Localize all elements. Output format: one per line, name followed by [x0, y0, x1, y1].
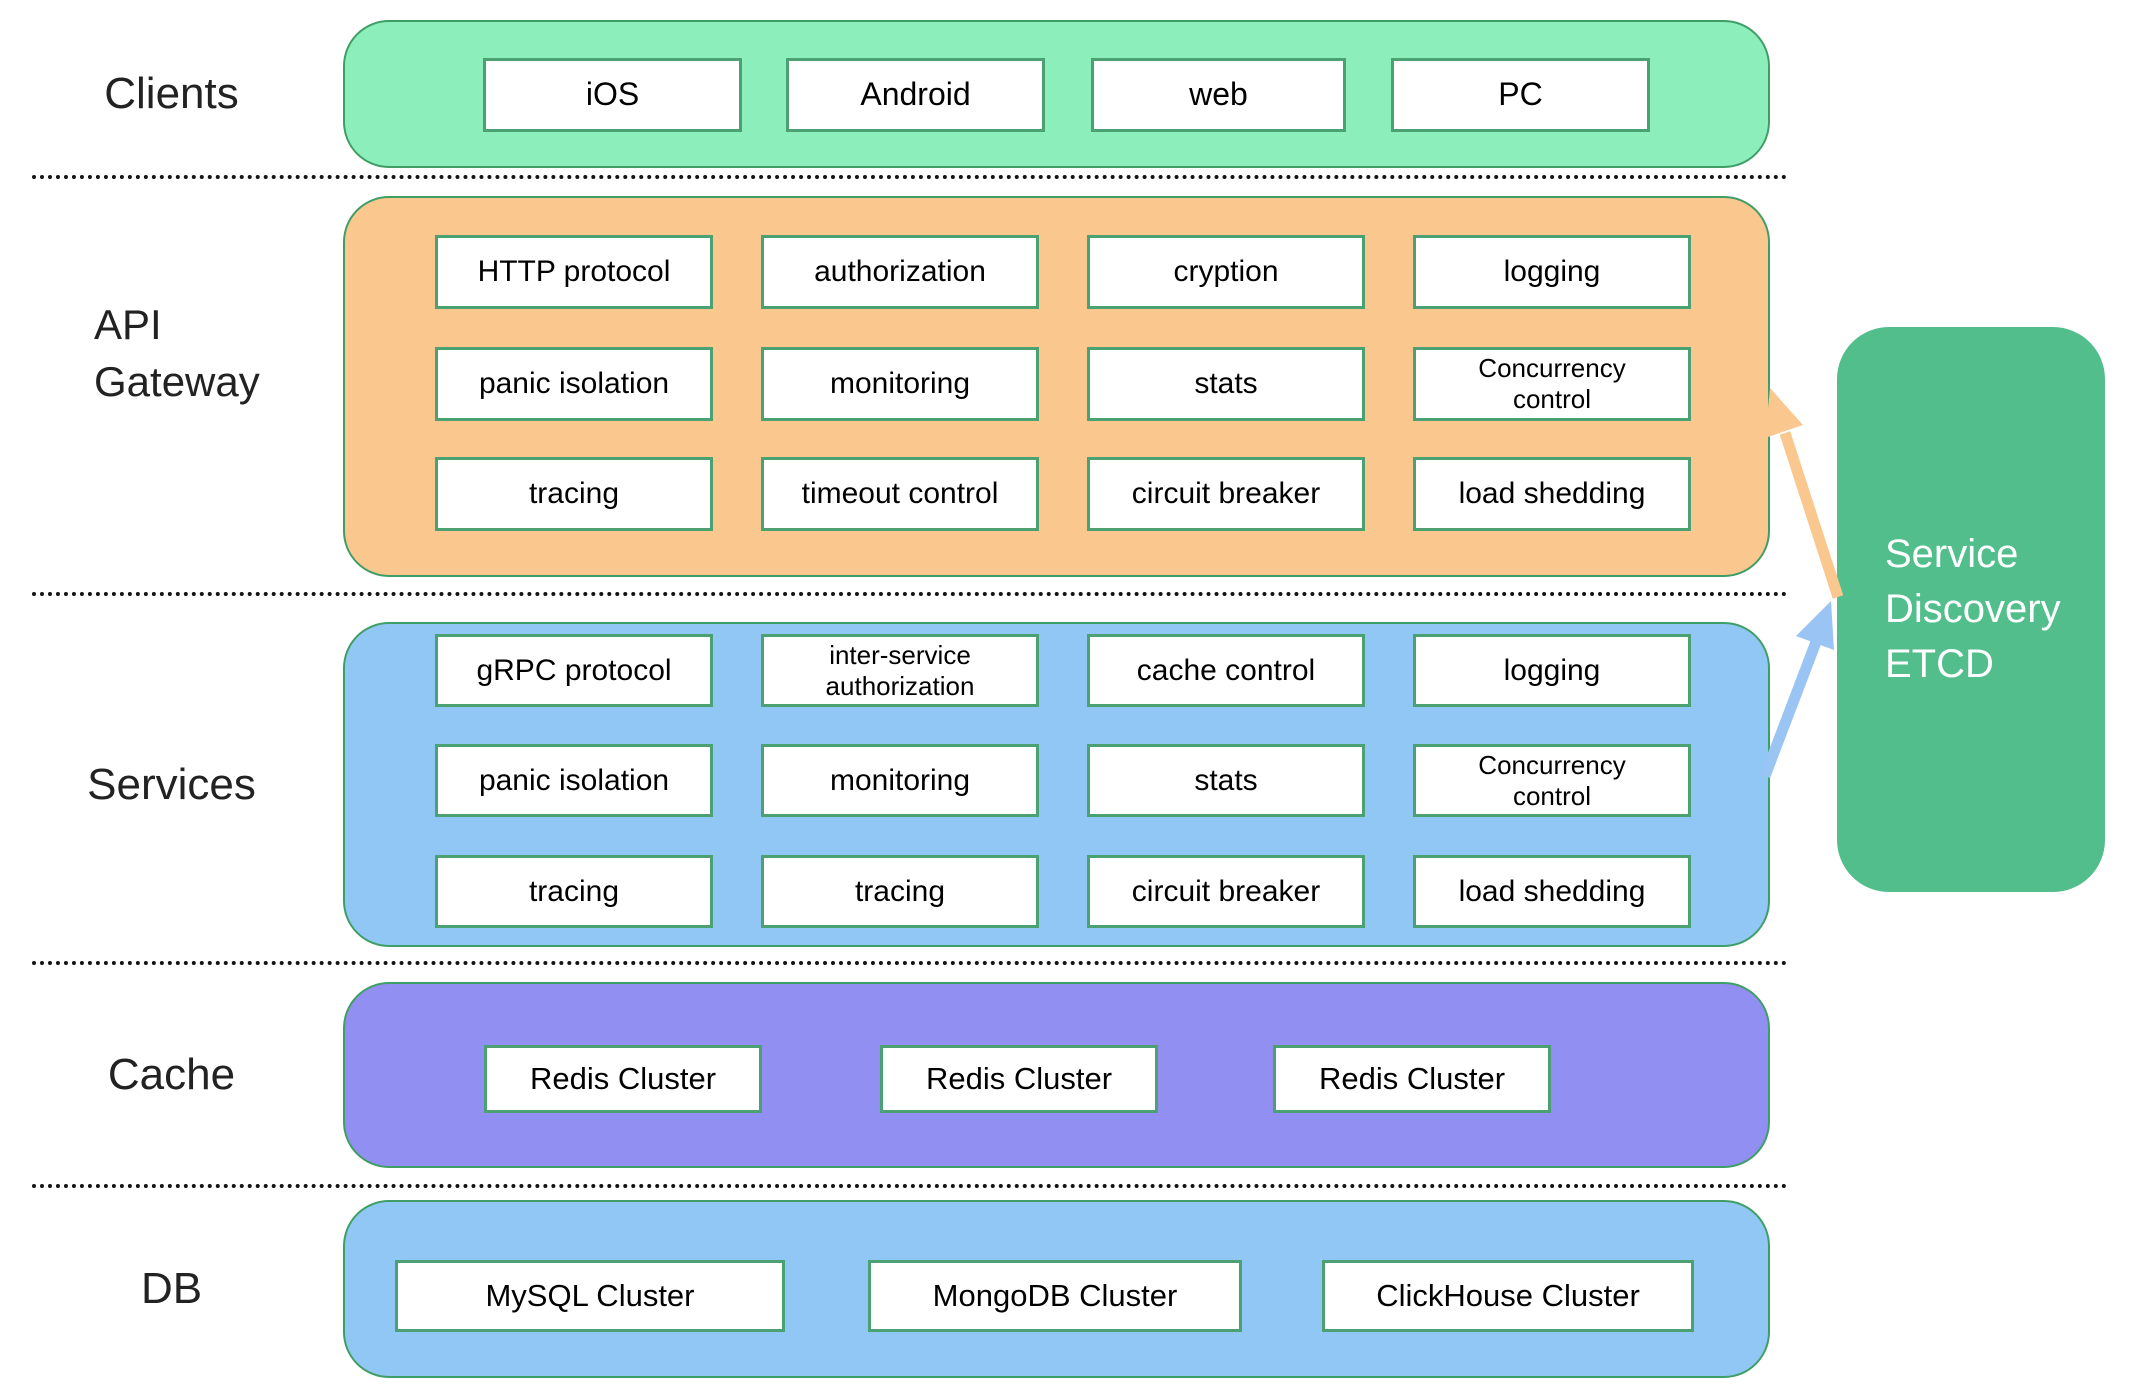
box-redis-cluster-1: Redis Cluster [484, 1045, 762, 1113]
box-load-shedding-services: load shedding [1413, 855, 1691, 928]
box-stats-api: stats [1087, 347, 1365, 421]
db-band: MySQL Cluster MongoDB Cluster ClickHouse… [343, 1200, 1770, 1378]
box-redis-cluster-2: Redis Cluster [880, 1045, 1158, 1113]
layer-label-api-gateway: API Gateway [94, 301, 260, 405]
layer-label-clients: Clients [104, 69, 239, 118]
box-concurrency-control-api: Concurrency control [1413, 347, 1691, 421]
box-tracing-api: tracing [435, 457, 713, 531]
box-inter-service-authorization: inter-service authorization [761, 634, 1039, 707]
services-band: gRPC protocol inter-service authorizatio… [343, 622, 1770, 947]
box-grpc-protocol: gRPC protocol [435, 634, 713, 707]
box-concurrency-control-services: Concurrency control [1413, 744, 1691, 817]
box-load-shedding-api: load shedding [1413, 457, 1691, 531]
box-monitoring-services: monitoring [761, 744, 1039, 817]
box-android: Android [786, 58, 1045, 132]
box-ios: iOS [483, 58, 742, 132]
divider-services-cache [32, 961, 1788, 965]
box-cryption: cryption [1087, 235, 1365, 309]
layer-label-db: DB [140, 1264, 203, 1313]
box-tracing-services-1: tracing [435, 855, 713, 928]
arrow-services-to-etcd [1759, 601, 1834, 778]
box-stats-services: stats [1087, 744, 1365, 817]
box-mongodb-cluster: MongoDB Cluster [868, 1260, 1242, 1332]
box-http-protocol: HTTP protocol [435, 235, 713, 309]
layer-label-cache: Cache [107, 1050, 236, 1099]
service-discovery-etcd-label: Service Discovery ETCD [1885, 532, 2061, 686]
divider-cache-db [32, 1184, 1788, 1188]
divider-api-services [32, 592, 1788, 596]
service-discovery-etcd-box: Service Discovery ETCD [1837, 327, 2105, 892]
divider-clients-api [32, 175, 1788, 179]
box-circuit-breaker-services: circuit breaker [1087, 855, 1365, 928]
arrow-etcd-to-api-gateway [1765, 388, 1844, 599]
api-gateway-band: HTTP protocol authorization cryption log… [343, 196, 1770, 577]
box-circuit-breaker-api: circuit breaker [1087, 457, 1365, 531]
cache-band: Redis Cluster Redis Cluster Redis Cluste… [343, 982, 1770, 1168]
box-panic-isolation-services: panic isolation [435, 744, 713, 817]
box-mysql-cluster: MySQL Cluster [395, 1260, 785, 1332]
box-web: web [1091, 58, 1346, 132]
box-monitoring-api: monitoring [761, 347, 1039, 421]
box-panic-isolation-api: panic isolation [435, 347, 713, 421]
box-cache-control: cache control [1087, 634, 1365, 707]
box-pc: PC [1391, 58, 1650, 132]
box-clickhouse-cluster: ClickHouse Cluster [1322, 1260, 1694, 1332]
box-timeout-control: timeout control [761, 457, 1039, 531]
box-authorization: authorization [761, 235, 1039, 309]
clients-band: iOS Android web PC [343, 20, 1770, 168]
box-logging-services: logging [1413, 634, 1691, 707]
box-redis-cluster-3: Redis Cluster [1273, 1045, 1551, 1113]
layer-label-services: Services [87, 759, 256, 809]
box-logging-api: logging [1413, 235, 1691, 309]
box-tracing-services-2: tracing [761, 855, 1039, 928]
